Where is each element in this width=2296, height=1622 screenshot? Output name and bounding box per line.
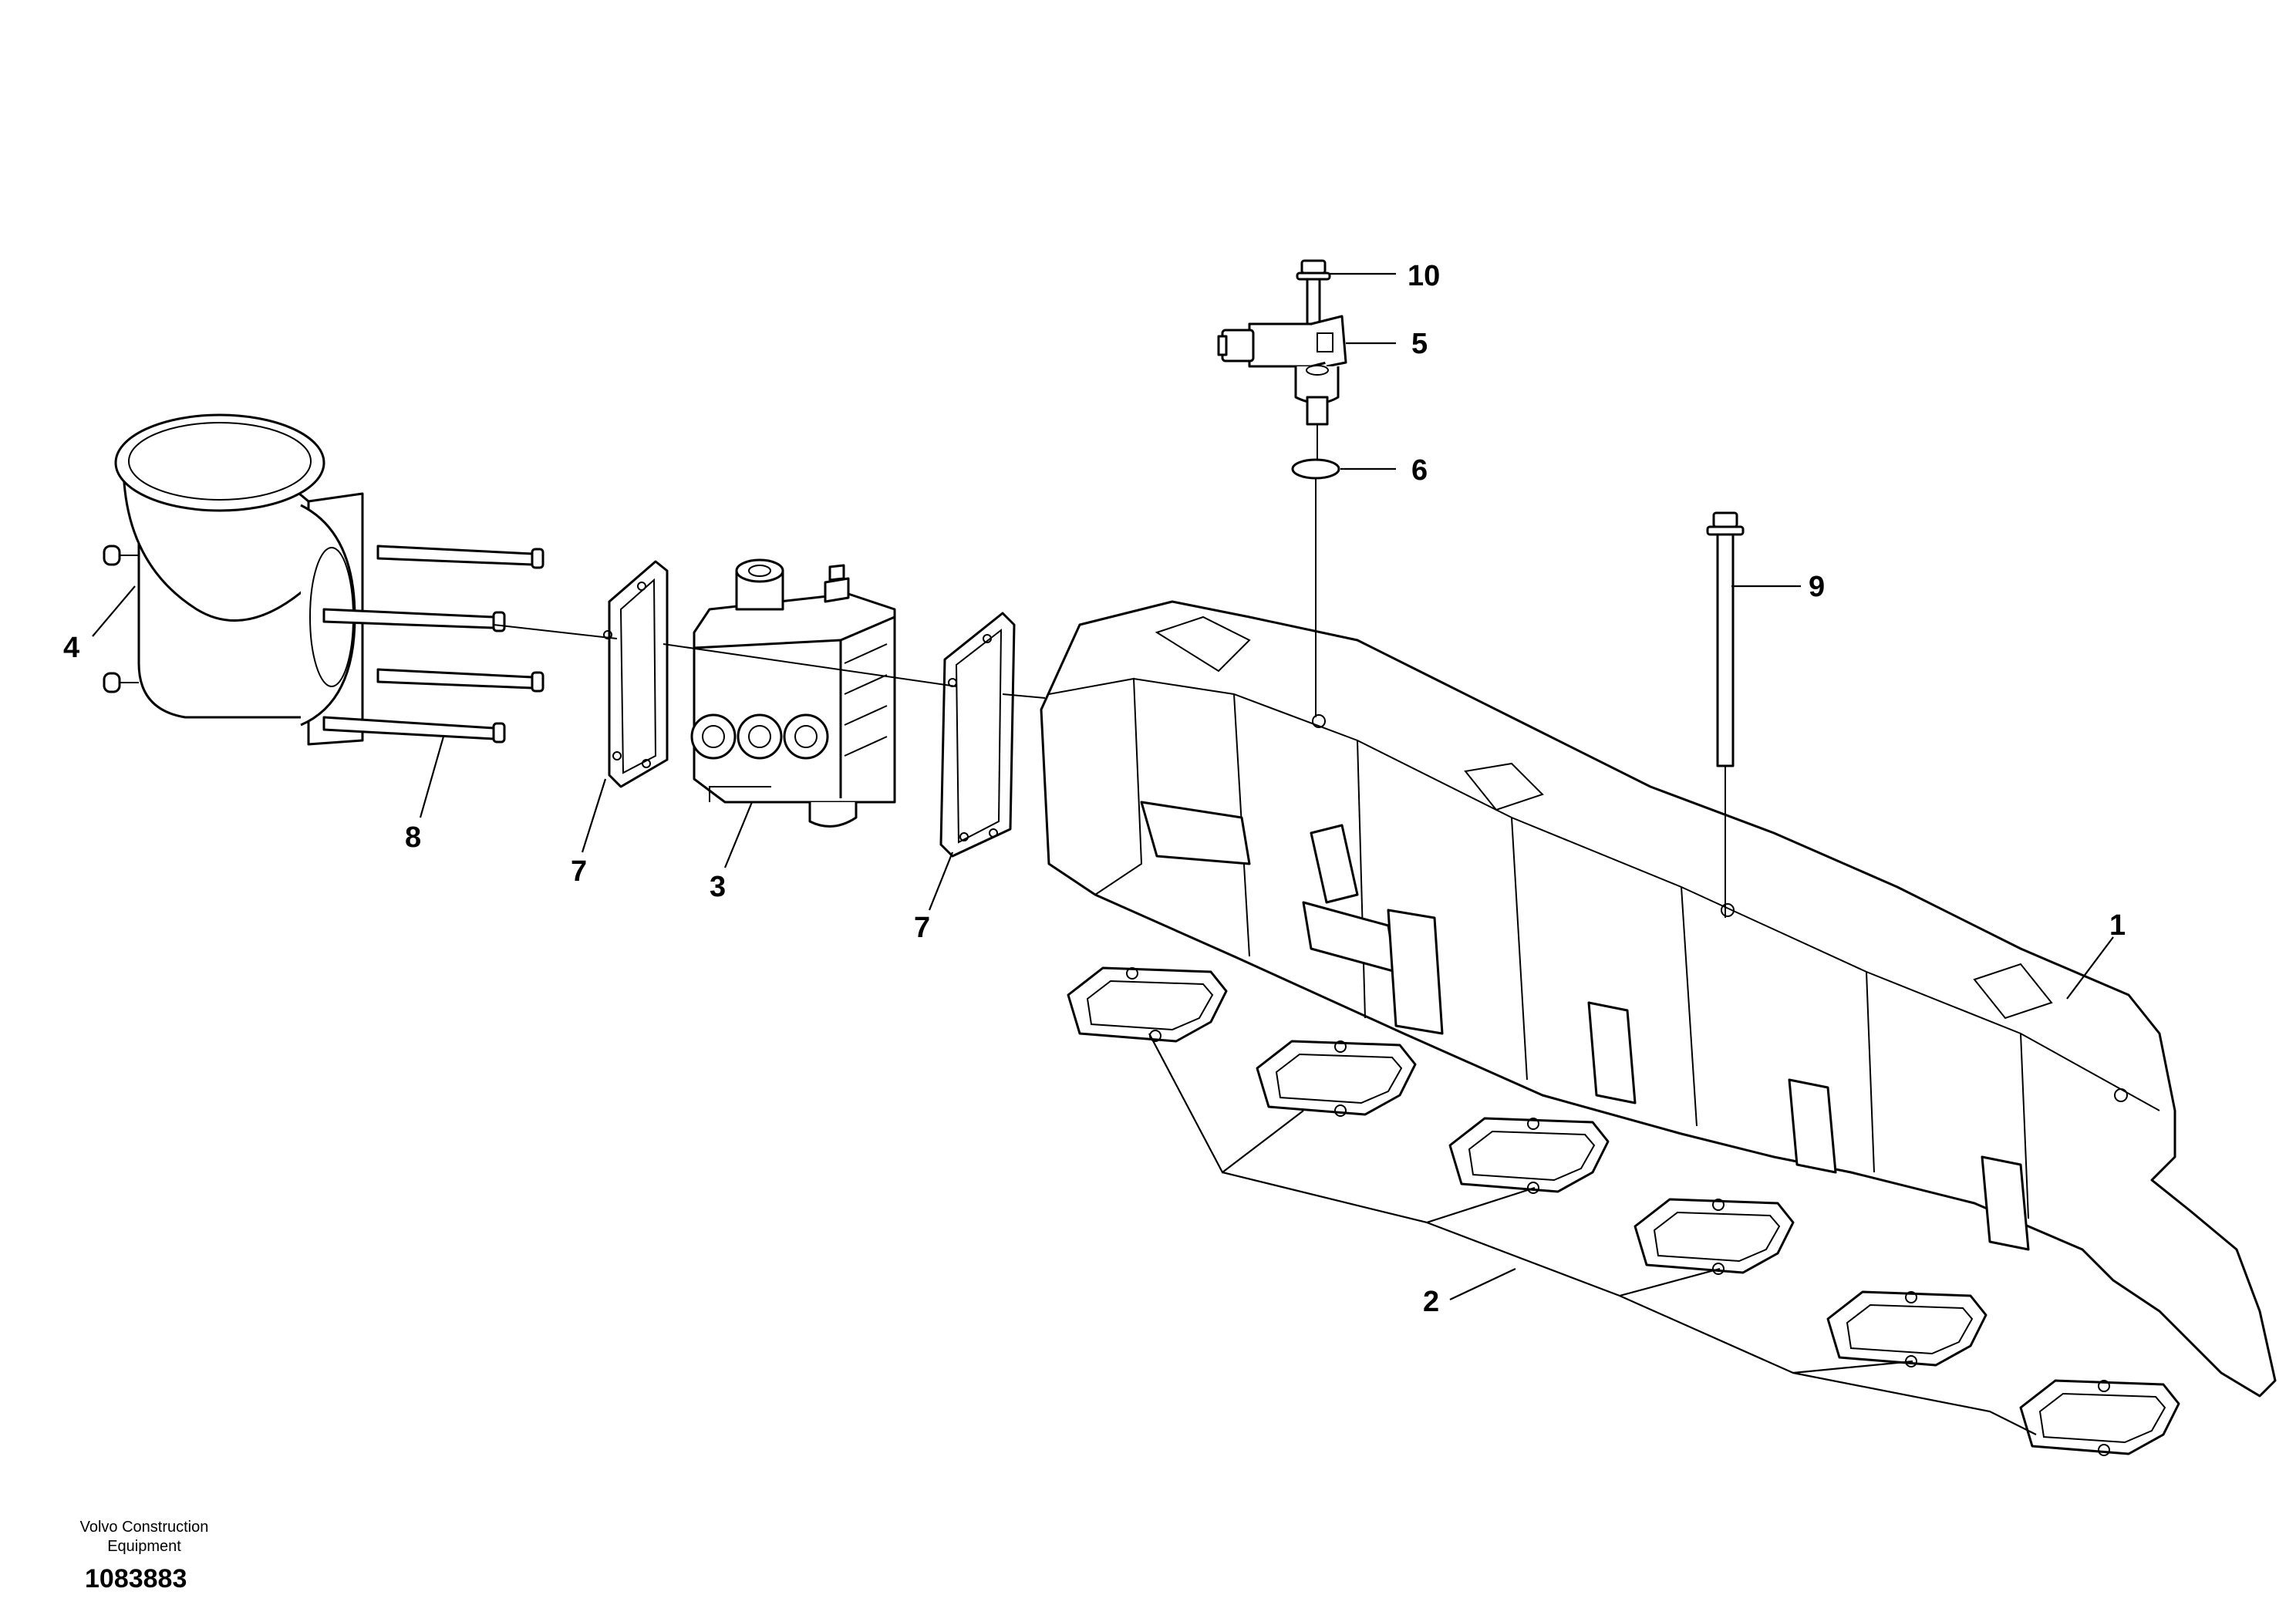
intake-manifold-part-1 (1040, 600, 2277, 1398)
drawing-number: 1083883 (85, 1564, 187, 1593)
callout-10: 10 (1408, 260, 1440, 292)
callout-7-right: 7 (914, 912, 930, 944)
manifold-gaskets-part-2 (1067, 966, 2180, 1456)
callout-1: 1 (2109, 909, 2126, 942)
assembly-centre-lines (493, 424, 1726, 918)
callout-numbers: 1 2 3 4 5 6 7 7 8 9 10 (63, 260, 2126, 1318)
footer-block: Volvo Construction Equipment 1083883 (80, 1519, 209, 1593)
callout-9: 9 (1809, 571, 1825, 603)
valve-block-part-3 (690, 558, 896, 828)
manufacturer-line-1: Volvo Construction (80, 1519, 209, 1536)
gasket-part-7-right (939, 612, 1016, 858)
o-ring-part-6 (1291, 458, 1340, 480)
callout-3: 3 (710, 871, 726, 903)
leader-lines (92, 272, 2114, 1435)
inlet-elbow-part-4 (103, 413, 364, 746)
callout-7-left: 7 (571, 855, 587, 888)
long-bolt-part-9 (1706, 511, 1745, 767)
sensor-part-5 (1217, 315, 1347, 426)
callout-2: 2 (1423, 1286, 1439, 1318)
callout-8: 8 (405, 821, 421, 854)
callout-5: 5 (1411, 328, 1428, 360)
callout-6: 6 (1411, 454, 1428, 487)
studs-part-8 (322, 545, 544, 744)
callout-4: 4 (63, 632, 79, 664)
small-bolt-part-10 (1296, 259, 1331, 327)
gasket-part-7-left (603, 560, 669, 788)
manufacturer-line-2: Equipment (107, 1538, 181, 1555)
